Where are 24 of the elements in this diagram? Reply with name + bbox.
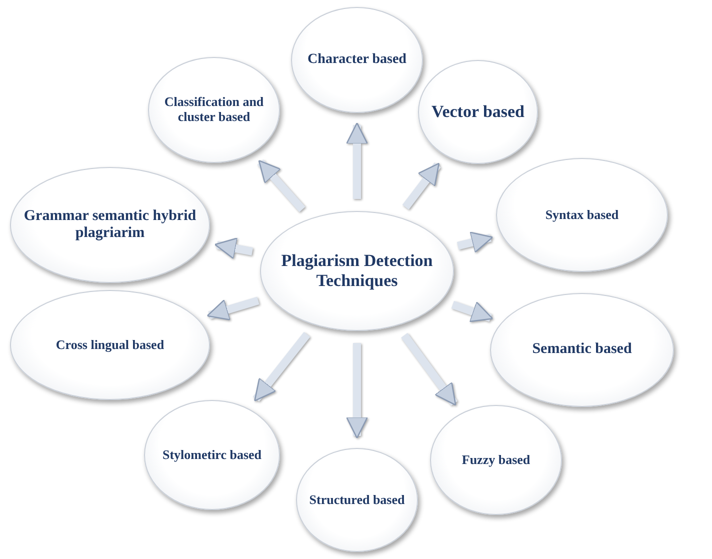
block-arrow [257, 159, 306, 212]
node-label: Vector based [430, 102, 526, 122]
block-arrow [401, 332, 458, 406]
node-label: Grammar semantic hybrid plagriarim [22, 208, 198, 242]
node-label: Plagiarism Detection Techniques [280, 251, 434, 291]
node-label: Stylometirc based [161, 448, 263, 462]
block-arrow [456, 232, 494, 253]
node-label: Character based [306, 52, 408, 68]
node-label: Syntax based [544, 208, 620, 222]
node-label: Fuzzy based [460, 452, 532, 468]
ellipse-node [144, 400, 280, 510]
node-label: Structured based [308, 492, 406, 508]
block-arrow [206, 296, 260, 320]
node-label: Cross lingual based [54, 338, 166, 352]
ellipse-node [418, 60, 538, 164]
node-label: Classification and cluster based [163, 95, 265, 125]
block-arrow [214, 238, 254, 260]
block-arrow [402, 162, 441, 210]
block-arrow [252, 332, 310, 402]
block-arrow [451, 300, 494, 322]
block-arrow [346, 122, 368, 199]
block-arrow [346, 343, 368, 439]
ellipse-node [430, 405, 562, 515]
node-label: Semantic based [531, 341, 633, 359]
